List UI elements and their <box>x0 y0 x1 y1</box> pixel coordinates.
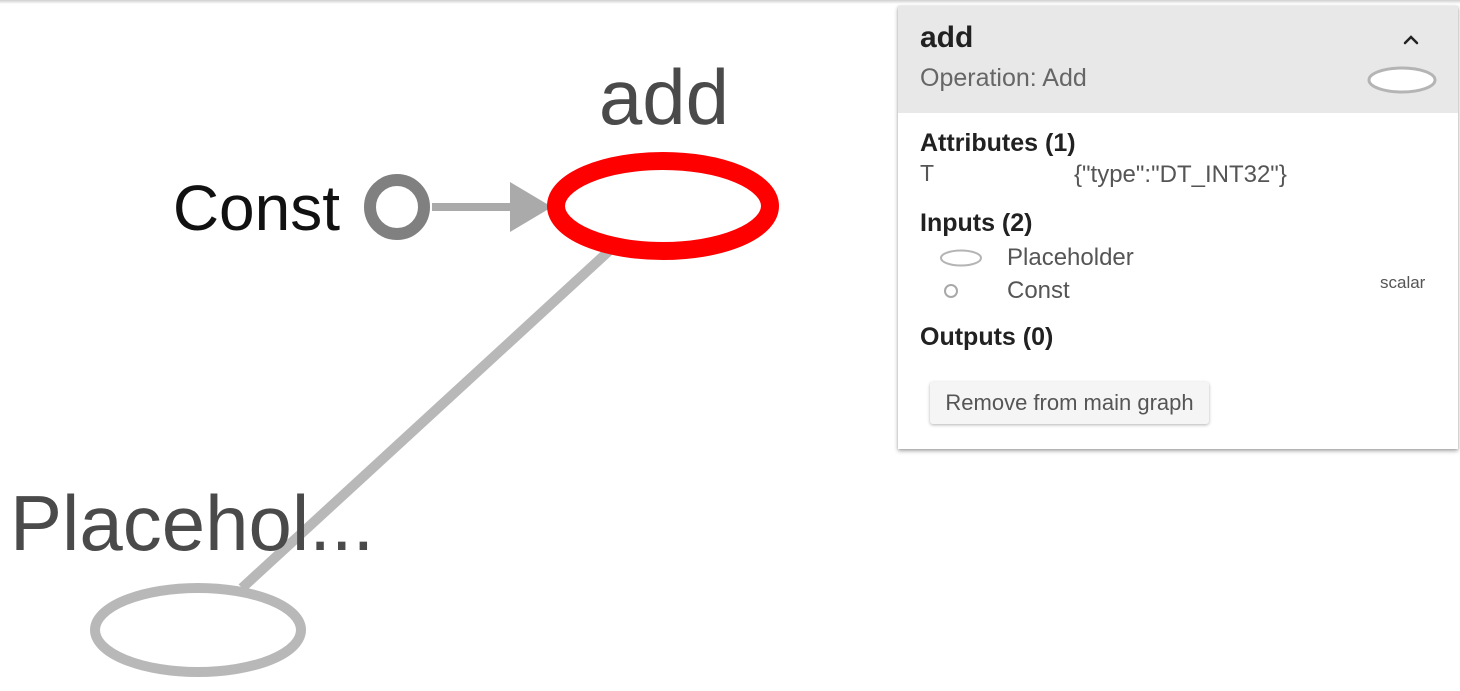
input-item-placeholder[interactable]: Placeholder <box>938 244 1438 274</box>
const-node[interactable] <box>364 174 430 240</box>
node-info-panel: add Operation: Add Attributes (1) T {"ty… <box>898 6 1458 449</box>
add-node-label: add <box>599 53 729 141</box>
attributes-heading: Attributes (1) <box>920 129 1076 157</box>
operation-label: Operation: Add <box>920 64 1087 92</box>
input-shape: scalar <box>1380 273 1426 292</box>
inputs-heading: Inputs (2) <box>920 209 1033 237</box>
attribute-key: T <box>920 160 935 186</box>
input-item-const[interactable]: Const scalar <box>938 273 1438 307</box>
placeholder-node[interactable] <box>90 583 306 677</box>
placeholder-node-label: Placehol... <box>10 479 374 567</box>
node-title: add <box>920 21 974 54</box>
edge-placeholder-to-add <box>238 246 614 592</box>
op-node-ellipse-icon <box>940 249 982 267</box>
const-node-label: Const <box>173 172 340 244</box>
const-node-circle-icon <box>944 284 958 298</box>
add-node[interactable] <box>547 152 779 260</box>
collapse-button[interactable] <box>1394 22 1428 56</box>
edge-const-to-add-arrowhead <box>510 182 552 232</box>
outputs-heading: Outputs (0) <box>920 323 1054 351</box>
toolbar-shadow <box>0 0 1460 4</box>
panel-header: add Operation: Add <box>898 6 1458 113</box>
op-node-ellipse-icon <box>1367 66 1437 94</box>
input-name[interactable]: Const <box>1007 277 1070 304</box>
remove-from-main-graph-button[interactable]: Remove from main graph <box>930 382 1209 424</box>
input-name[interactable]: Placeholder <box>1007 244 1134 271</box>
attribute-value: {"type":"DT_INT32"} <box>1074 161 1287 188</box>
chevron-up-icon <box>1403 35 1419 45</box>
